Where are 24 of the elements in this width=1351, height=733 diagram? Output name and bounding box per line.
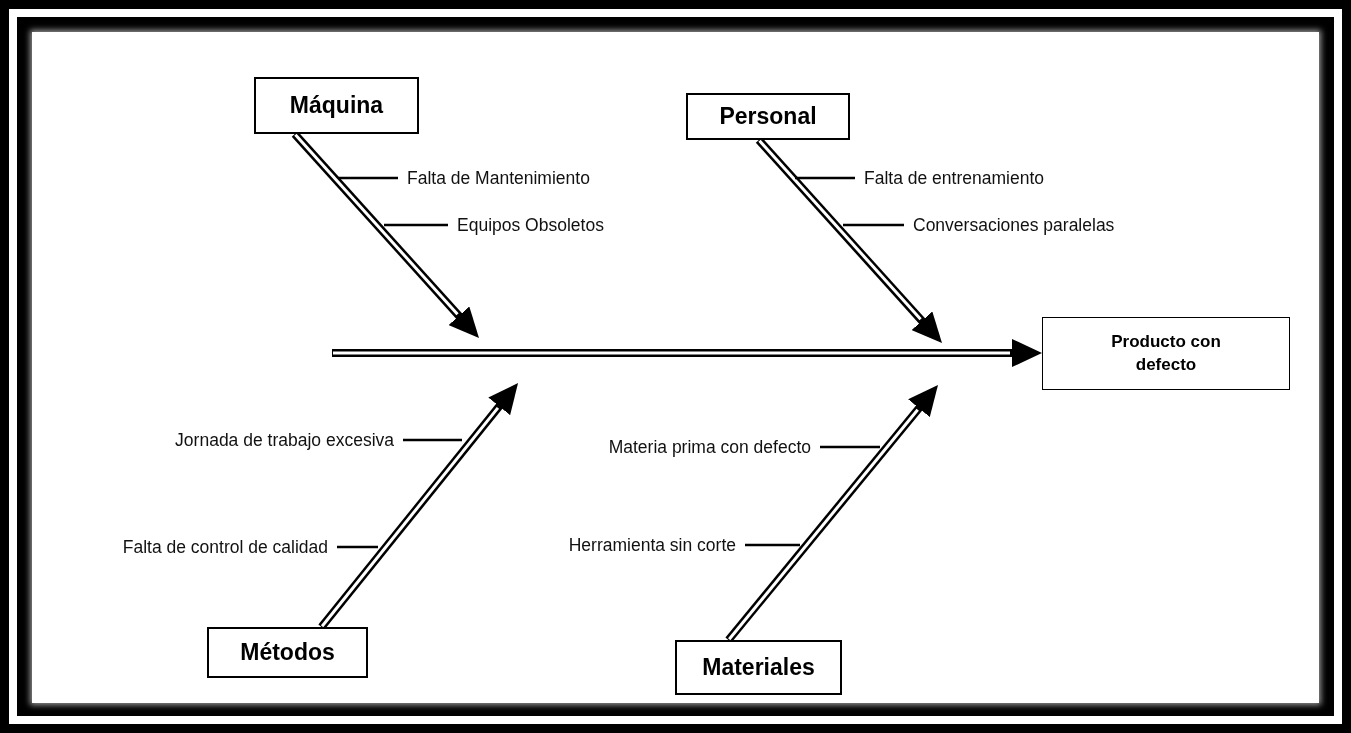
- arrow: [318, 383, 519, 630]
- arrow: [725, 385, 938, 643]
- cause-text: Herramienta sin corte: [568, 534, 745, 556]
- arrow: [332, 339, 1042, 367]
- category-box: Personal: [686, 93, 850, 140]
- leader-line: [843, 223, 904, 227]
- cause-text: Jornada de trabajo excesiva: [175, 429, 403, 451]
- cause-text: Conversaciones paralelas: [904, 214, 1115, 236]
- leader-line: [795, 176, 855, 180]
- category-box: Métodos: [207, 627, 368, 678]
- cause-text: Materia prima con defecto: [608, 436, 820, 458]
- cause-text: Falta de control de calidad: [122, 536, 337, 558]
- leader-line: [820, 445, 880, 449]
- category-box: Materiales: [675, 640, 842, 695]
- cause-text: Equipos Obsoletos: [448, 214, 604, 236]
- leader-line: [337, 545, 378, 549]
- category-box: Máquina: [254, 77, 419, 134]
- cause-text: Falta de entrenamiento: [855, 167, 1044, 189]
- leader-line: [338, 176, 398, 180]
- leader-line: [403, 438, 462, 442]
- cause-text: Falta de Mantenimiento: [398, 167, 590, 189]
- leader-line: [384, 223, 448, 227]
- leader-line: [745, 543, 800, 547]
- effect-box: Producto con defecto: [1042, 317, 1290, 390]
